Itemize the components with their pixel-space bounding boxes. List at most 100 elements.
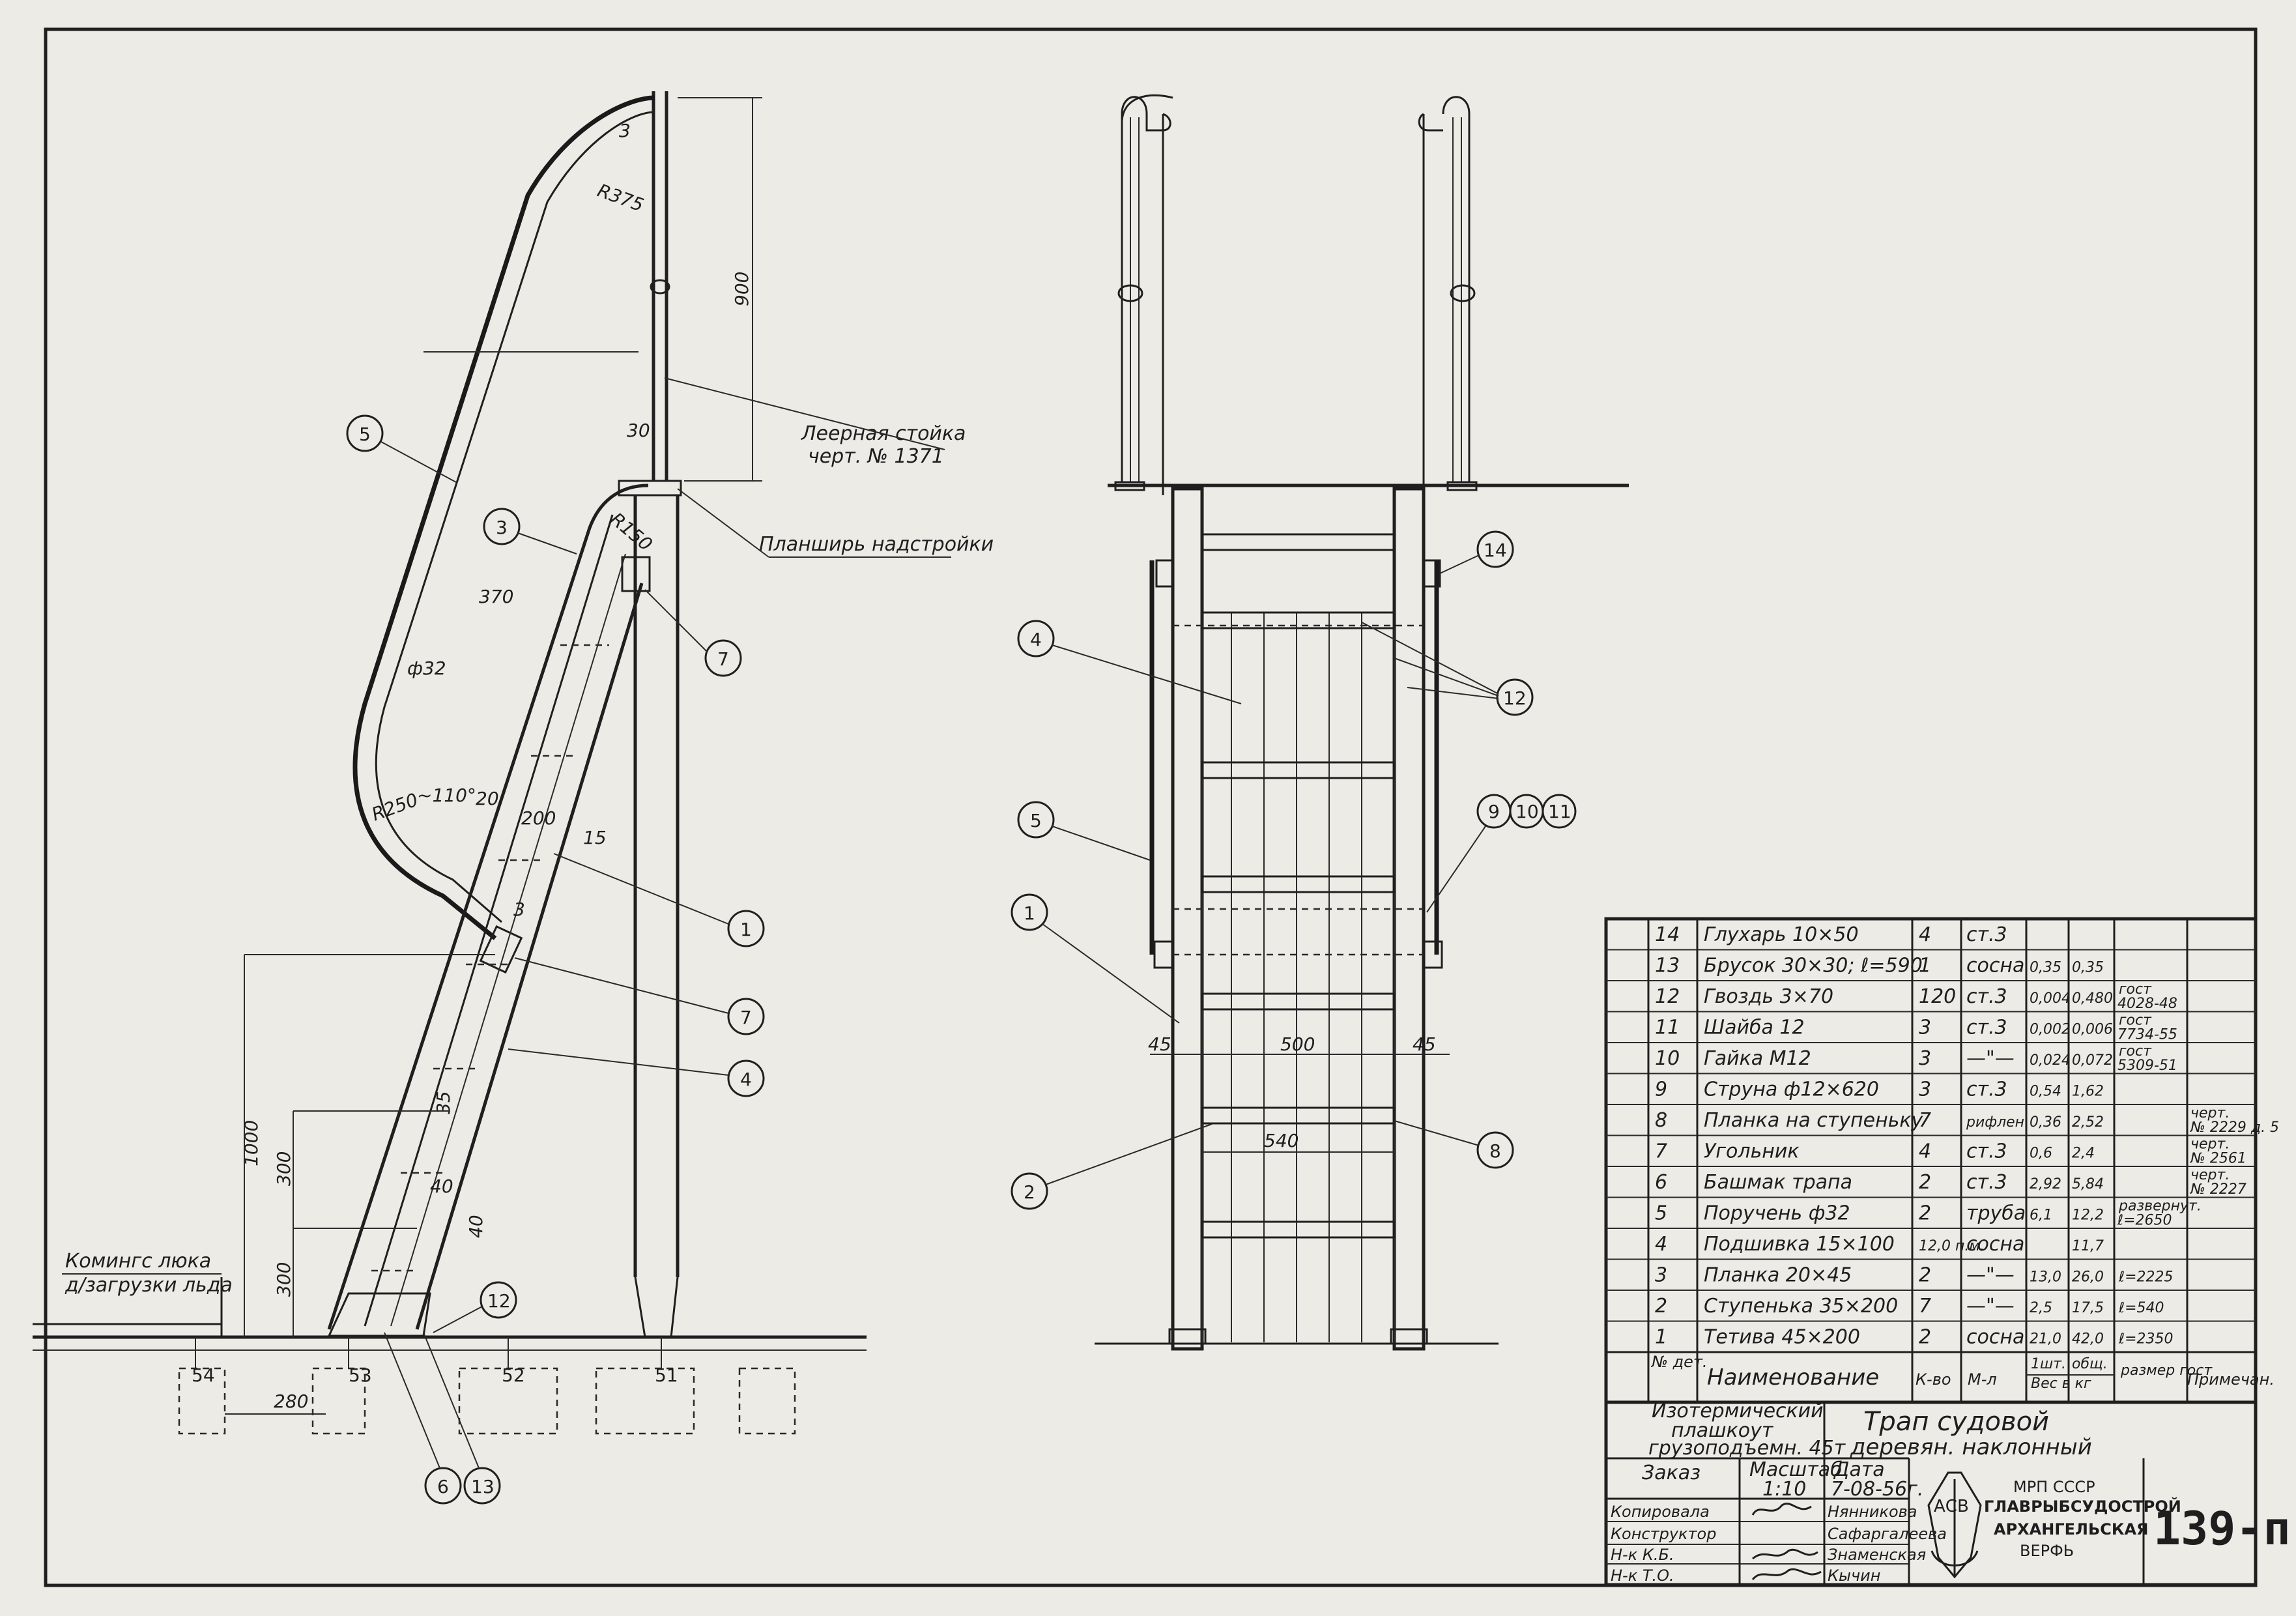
callout-front-8: 8 — [1394, 1120, 1514, 1169]
callout-left-7-upper: 7 — [644, 589, 742, 677]
org-line-1: МРП СССР — [2013, 1478, 2095, 1496]
cell-note: № 2227 — [2190, 1181, 2246, 1198]
callout-left-1: 1 — [553, 853, 765, 947]
front-steps — [1173, 533, 1424, 1239]
svg-text:3: 3 — [496, 517, 508, 538]
angle-bracket — [621, 556, 651, 592]
cell-qty: 3 — [1919, 1017, 1931, 1039]
cell-pos: 4 — [1655, 1233, 1667, 1256]
svg-text:9: 9 — [1488, 801, 1500, 822]
cell-mat: —"— — [1966, 1264, 2015, 1287]
signature-2 — [1752, 1548, 1818, 1560]
cell-mat: —"— — [1966, 1047, 2015, 1070]
svg-text:11: 11 — [1548, 801, 1571, 822]
svg-text:13: 13 — [471, 1476, 495, 1497]
svg-text:4: 4 — [1030, 629, 1042, 650]
cell-mat: рифлен. — [1966, 1114, 2029, 1131]
cell-qty: 2 — [1919, 1171, 1931, 1194]
role-3: Н-к Т.О. — [1611, 1566, 1674, 1585]
dim-15: 15 — [583, 827, 607, 848]
railing-right — [1418, 96, 1471, 495]
cell-w1: 0,35 — [2030, 960, 2061, 976]
dim-35: 35 — [433, 1091, 454, 1114]
railing-left-bend — [1121, 94, 1173, 495]
role-2: Н-к К.Б. — [1611, 1546, 1674, 1564]
callout-front-2: 2 — [1011, 1123, 1213, 1210]
cell-w2: 0,480 — [2072, 990, 2113, 1007]
frame-51-box — [595, 1367, 695, 1435]
svg-text:8: 8 — [1489, 1140, 1501, 1162]
org-line-4: ВЕРФЬ — [2020, 1542, 2074, 1560]
front-dim-500: 500 — [1280, 1033, 1315, 1055]
svg-text:7: 7 — [740, 1007, 752, 1028]
cell-name: Глухарь 10×50 — [1704, 923, 1859, 946]
front-dim-540: 540 — [1264, 1130, 1299, 1151]
cell-mat: ст.3 — [1966, 985, 2007, 1008]
cell-w1: 2,92 — [2030, 1176, 2061, 1192]
stringer-upper — [327, 483, 649, 1330]
leader-railing-post — [664, 377, 945, 450]
cell-qty: 3 — [1919, 1047, 1931, 1070]
callout-front-5: 5 — [1017, 801, 1151, 861]
cell-size: развернут. — [2118, 1198, 2202, 1215]
cell-note: № 2561 — [2190, 1151, 2246, 1167]
date-label: Дата — [1833, 1458, 1885, 1481]
svg-text:5: 5 — [359, 424, 371, 445]
cell-name: Ступенька 35×200 — [1704, 1295, 1898, 1318]
cell-qty: 7 — [1919, 1295, 1931, 1318]
dim-3-top: 3 — [619, 120, 631, 141]
cell-name: Поручень ф32 — [1704, 1202, 1850, 1225]
front-planking — [1201, 613, 1395, 1342]
cell-mat: ст.3 — [1966, 1017, 2007, 1039]
cell-note: черт. — [2190, 1167, 2230, 1183]
callout-front-14: 14 — [1439, 530, 1514, 574]
svg-text:10: 10 — [1515, 801, 1539, 822]
stringer-strip — [364, 514, 614, 1327]
role-0: Копировала — [1611, 1503, 1710, 1521]
cell-pos: 13 — [1655, 955, 1680, 977]
cell-pos: 10 — [1655, 1047, 1680, 1070]
header-size: размер гост — [2120, 1363, 2213, 1379]
cell-size: ℓ=2225 — [2118, 1269, 2174, 1286]
header-mat: М-л — [1968, 1370, 1997, 1389]
spec-table-grid — [1606, 919, 2256, 1402]
dim-30: 30 — [627, 420, 650, 441]
dim-angle-110: ~110° — [417, 785, 476, 806]
callout-left-5: 5 — [346, 414, 457, 483]
cell-qty: 4 — [1919, 1140, 1931, 1163]
cell-name: Шайба 12 — [1704, 1017, 1805, 1039]
cell-pos: 6 — [1655, 1171, 1667, 1194]
dim-200: 200 — [521, 807, 556, 829]
sheet-border — [44, 27, 2258, 1587]
railing-left-knob — [1117, 284, 1143, 302]
svg-text:1: 1 — [740, 919, 752, 940]
frame-label-53: 53 — [349, 1364, 372, 1386]
cell-name: Тетива 45×200 — [1704, 1326, 1860, 1349]
dim-370: 370 — [479, 586, 513, 607]
role-name-0: Нянникова — [1828, 1503, 1917, 1521]
step-marks — [371, 644, 609, 1272]
cell-name: Планка на ступеньку — [1704, 1109, 1924, 1132]
callout-left-7-lower: 7 — [514, 957, 765, 1035]
cell-pos: 3 — [1655, 1264, 1667, 1287]
callout-left-4: 4 — [508, 1048, 765, 1097]
scale-label: Масштаб — [1749, 1458, 1843, 1481]
header-name: Наименование — [1707, 1364, 1879, 1391]
cell-w1: 0,36 — [2030, 1114, 2061, 1131]
cell-name: Планка 20×45 — [1704, 1264, 1852, 1287]
header-w1: 1шт. — [2031, 1356, 2066, 1372]
cell-w2: 2,4 — [2072, 1146, 2095, 1162]
role-name-3: Кычин — [1828, 1566, 1880, 1585]
header-qty: К-во — [1916, 1370, 1951, 1389]
object-line-3: грузоподъемн. 45т — [1648, 1437, 1846, 1460]
svg-text:12: 12 — [487, 1290, 511, 1312]
dim-phi32: ф32 — [407, 657, 446, 679]
dim-280: 280 — [274, 1391, 308, 1412]
header-note: Примечан. — [2187, 1370, 2274, 1389]
header-weight: Вес в кг — [2031, 1376, 2091, 1392]
note-hatch-coaming-2: д/загрузки льда — [65, 1274, 233, 1297]
role-name-2: Знаменская — [1828, 1546, 1926, 1564]
cell-name: Струна ф12×620 — [1704, 1078, 1879, 1101]
cell-w2: 0,006 — [2072, 1022, 2113, 1038]
